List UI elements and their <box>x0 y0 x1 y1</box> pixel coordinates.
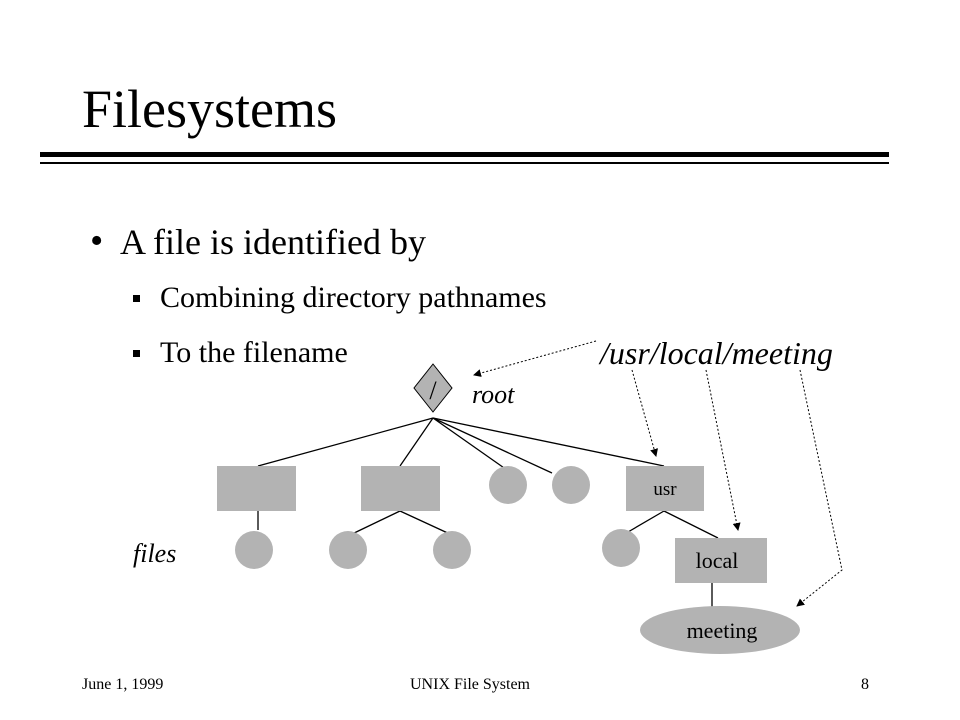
meeting-node: meeting <box>640 606 800 654</box>
arrow-to-usr <box>631 369 658 457</box>
root-node: / <box>413 363 453 413</box>
file-node <box>329 531 367 569</box>
root-label: root <box>472 380 515 409</box>
sub-bullet-square <box>133 350 140 357</box>
local-node: local <box>675 538 767 583</box>
arrow-to-meeting <box>796 369 843 607</box>
path-example: /usr/local/meeting <box>600 335 833 371</box>
arrow-to-root <box>473 340 597 377</box>
slide-title: Filesystems <box>82 79 338 139</box>
directory-node <box>217 466 296 511</box>
file-node <box>433 531 471 569</box>
title-rule-thick <box>40 152 889 157</box>
footer-date: June 1, 1999 <box>82 676 164 693</box>
footer-title: UNIX File System <box>410 676 530 693</box>
root-symbol: / <box>429 376 437 405</box>
path-arrows <box>473 340 843 607</box>
sub-bullet-square <box>133 295 140 302</box>
arrow-to-local <box>705 369 741 531</box>
local-label: local <box>696 548 739 573</box>
file-node <box>602 529 640 567</box>
sub-bullet-2: To the filename <box>160 336 348 369</box>
footer-page-number: 8 <box>861 676 869 693</box>
files-label: files <box>133 539 177 568</box>
meeting-label: meeting <box>687 618 758 643</box>
file-node <box>552 466 590 504</box>
usr-node: usr <box>626 466 704 511</box>
tree-edges <box>257 417 719 607</box>
title-rule-thin <box>40 162 889 164</box>
file-node <box>235 531 273 569</box>
bullet-text: A file is identified by <box>120 222 426 262</box>
file-node <box>489 466 527 504</box>
bullet-dot: • <box>90 220 104 262</box>
sub-bullet-1: Combining directory pathnames <box>160 281 547 314</box>
directory-node <box>361 466 440 511</box>
usr-label: usr <box>653 479 677 500</box>
